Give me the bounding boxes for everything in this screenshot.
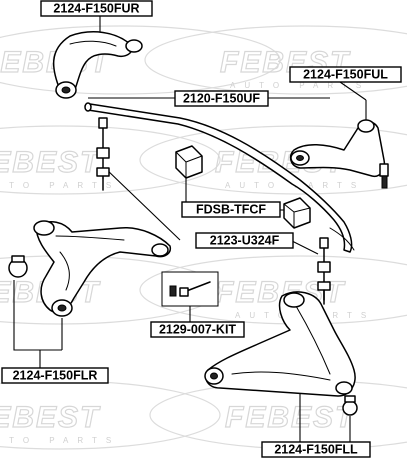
watermark-brand-7: FEBEST — [0, 401, 101, 434]
stabilizer-link-right-drawing — [317, 237, 331, 305]
label-stabilizer-link-text: 2123-U324F — [210, 234, 280, 248]
upper-arm-right-drawing — [52, 31, 143, 99]
stabilizer-bar-drawing — [84, 102, 355, 253]
label-stabilizer-bushing-text: FDSB-TFCF — [196, 203, 266, 217]
stabilizer-bushing-drawing — [175, 145, 311, 229]
repair-kit-drawing — [161, 271, 219, 307]
label-stabilizer-link[interactable]: 2123-U324F — [195, 232, 294, 249]
lower-arm-right-drawing — [8, 220, 172, 317]
watermark-tagline-1: AUTO PARTS — [230, 81, 370, 90]
lower-arm-left-drawing — [204, 291, 358, 416]
stabilizer-link-left-drawing — [96, 117, 110, 191]
leader-lines — [13, 14, 367, 442]
label-repair-kit-text: 2129-007-KIT — [159, 323, 236, 337]
watermark-brand-8: FEBEST — [225, 401, 356, 434]
label-lower-arm-left[interactable]: 2124-F150FLL — [261, 441, 371, 458]
label-upper-arm-left-text: 2124-F150FUL — [303, 68, 388, 82]
label-stabilizer-bar-text: 2120-F150UF — [183, 92, 260, 106]
watermark-tagline-5: AUTO PARTS — [0, 436, 120, 445]
label-upper-arm-right-text: 2124-F150FUR — [53, 2, 139, 16]
label-upper-arm-right[interactable]: 2124-F150FUR — [40, 0, 153, 17]
watermark-middle: FEBEST FEBEST AUTO PARTS AUTO PARTS — [0, 125, 407, 195]
watermark-tagline-3: AUTO PARTS — [225, 181, 365, 190]
label-lower-arm-right[interactable]: 2124-F150FLR — [1, 367, 109, 384]
label-lower-arm-left-text: 2124-F150FLL — [274, 443, 358, 457]
label-stabilizer-bushing[interactable]: FDSB-TFCF — [181, 201, 281, 218]
label-stabilizer-bar[interactable]: 2120-F150UF — [174, 90, 269, 107]
watermark-brand-3: FEBEST — [0, 146, 101, 179]
watermark-tagline-2: AUTO PARTS — [0, 181, 120, 190]
label-upper-arm-left[interactable]: 2124-F150FUL — [289, 66, 402, 83]
label-lower-arm-right-text: 2124-F150FLR — [13, 369, 98, 383]
label-repair-kit[interactable]: 2129-007-KIT — [150, 321, 245, 338]
upper-arm-left-drawing — [289, 119, 389, 189]
watermark-bottom: FEBEST FEBEST AUTO PARTS — [0, 380, 407, 450]
